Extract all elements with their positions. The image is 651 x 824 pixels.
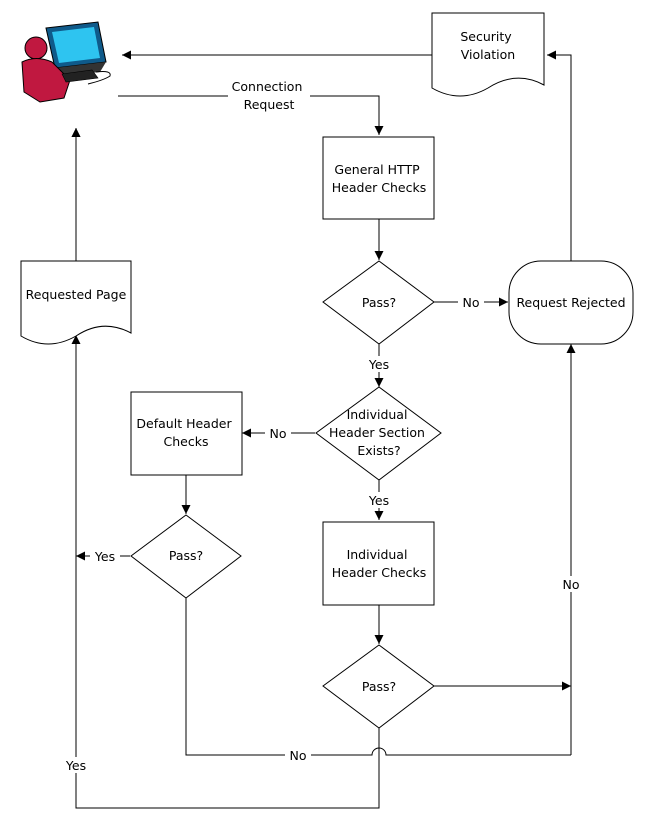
- edge-rejected-to-violation: [547, 50, 572, 261]
- exists-no-label: No: [270, 426, 287, 441]
- pass-decision-1-label: Pass?: [362, 295, 396, 310]
- default-header-checks-node: [130, 391, 243, 476]
- edge-connection-request: [118, 95, 384, 135]
- user-computer-icon: [21, 21, 111, 103]
- request-rejected-node: [508, 260, 634, 345]
- general-http-header-checks-label: General HTTP Header Checks: [332, 162, 426, 195]
- right-no-label: No: [563, 577, 580, 592]
- request-rejected-label: Request Rejected: [516, 295, 625, 310]
- pass-decision-3-label: Pass?: [362, 679, 396, 694]
- individual-header-checks-label: Individual Header Checks: [332, 547, 426, 580]
- pass-decision-2: [130, 514, 242, 599]
- pass1-no-label: No: [463, 295, 480, 310]
- left-yes-label: Yes: [65, 758, 86, 773]
- requested-page-node: [20, 260, 132, 345]
- bottom-no-label: No: [290, 748, 307, 763]
- exists-yes-label: Yes: [368, 493, 389, 508]
- section-exists-decision: [315, 386, 442, 481]
- security-violation-node: [431, 12, 545, 97]
- edge-pass2-no: [185, 598, 571, 756]
- default-header-checks-label: Default Header Checks: [136, 416, 235, 449]
- pass-decision-3: [322, 644, 435, 729]
- general-http-header-checks-node: [322, 136, 435, 220]
- individual-header-checks-node: [322, 521, 435, 606]
- requested-page-label: Requested Page: [26, 287, 127, 302]
- section-exists-label: Individual Header Section Exists?: [329, 407, 429, 458]
- security-violation-label: Security Violation: [460, 29, 515, 62]
- pass-decision-1: [322, 260, 435, 345]
- pass-decision-2-label: Pass?: [169, 548, 203, 563]
- pass2-yes-label: Yes: [94, 549, 115, 564]
- pass1-yes-label: Yes: [368, 357, 389, 372]
- connection-request-label: Connection Request: [232, 79, 307, 112]
